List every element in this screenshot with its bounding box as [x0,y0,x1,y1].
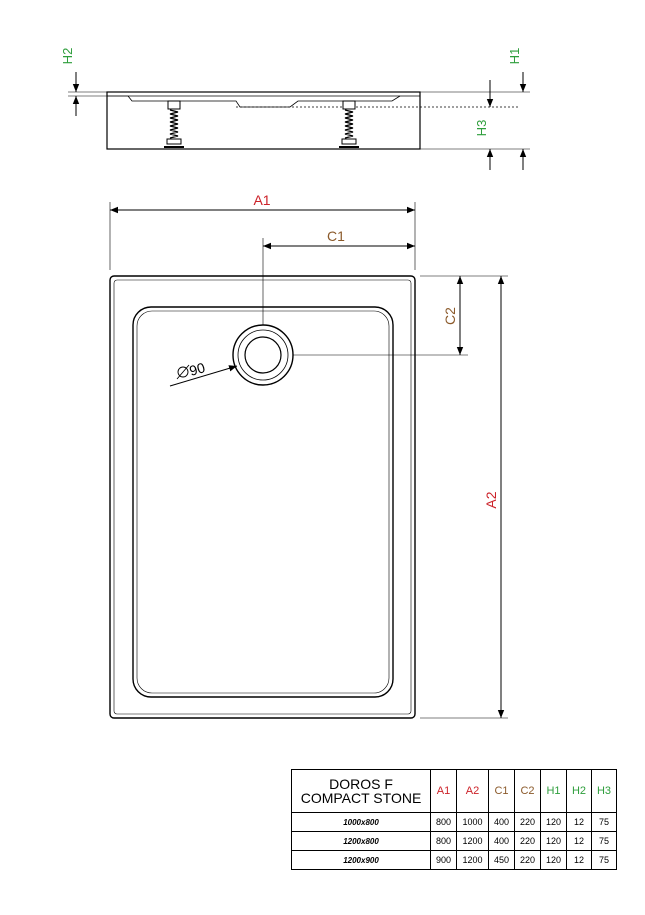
diameter-leader [169,365,238,387]
col-header-h1: H1 [540,769,567,813]
diameter-symbol [177,366,189,378]
table-row: 1200x900 900 1200 450 220 120 12 75 [291,850,617,870]
cell-a1: 800 [430,812,457,832]
col-header-c2: C2 [514,769,541,813]
cell-c1: 450 [488,850,515,870]
label-a2: A2 [483,491,499,508]
cell-h3: 75 [591,831,617,851]
side-view [68,72,530,170]
label-drain-diameter: 90 [187,359,207,379]
label-h2: H2 [60,48,75,65]
label-c1: C1 [327,228,345,244]
cell-h1: 120 [540,831,567,851]
row-model: 1200x800 [291,831,431,851]
col-header-c1: C1 [488,769,515,813]
cell-c2: 220 [514,831,541,851]
cell-h2: 12 [566,850,592,870]
label-h1: H1 [507,48,522,65]
diameter-symbol-slash [176,364,190,380]
cell-c1: 400 [488,812,515,832]
cell-c2: 220 [514,850,541,870]
table-row: 1000x800 800 1000 400 220 120 12 75 [291,812,617,832]
col-header-a2: A2 [456,769,489,813]
cell-h2: 12 [566,831,592,851]
drain-inner [244,336,282,374]
tray-outline-inner [113,279,412,715]
label-h3: H3 [474,120,489,137]
tray-outline [109,275,416,719]
product-name-line1: DOROS F [329,776,393,792]
cell-a2: 1200 [456,850,489,870]
product-name-line2: COMPACT STONE [300,790,422,806]
cell-a1: 800 [430,831,457,851]
tray-side-body [106,91,421,150]
col-header-h3: H3 [591,769,617,813]
row-model: 1200x900 [291,850,431,870]
drain-mid [237,329,289,381]
cell-h3: 75 [591,812,617,832]
cell-h2: 12 [566,812,592,832]
adjustable-foot-right [339,100,359,148]
cell-h1: 120 [540,850,567,870]
cell-c1: 400 [488,831,515,851]
label-a1: A1 [253,192,270,208]
plan-view [109,202,508,719]
product-name-header: DOROS F COMPACT STONE [291,769,431,813]
label-c2: C2 [442,307,458,325]
table-row: 1200x800 800 1200 400 220 120 12 75 [291,831,617,851]
drain-outer [232,324,294,386]
dimensions-table: DOROS F COMPACT STONE A1 A2 C1 C2 H1 H2 … [291,769,617,870]
col-header-h2: H2 [566,769,592,813]
cell-a2: 1000 [456,812,489,832]
cell-c2: 220 [514,812,541,832]
cell-a1: 900 [430,850,457,870]
row-model: 1000x800 [291,812,431,832]
cell-h3: 75 [591,850,617,870]
cell-a2: 1200 [456,831,489,851]
cell-h1: 120 [540,812,567,832]
adjustable-foot-left [164,100,184,148]
table-header-row: DOROS F COMPACT STONE A1 A2 C1 C2 H1 H2 … [291,769,617,813]
col-header-a1: A1 [430,769,457,813]
